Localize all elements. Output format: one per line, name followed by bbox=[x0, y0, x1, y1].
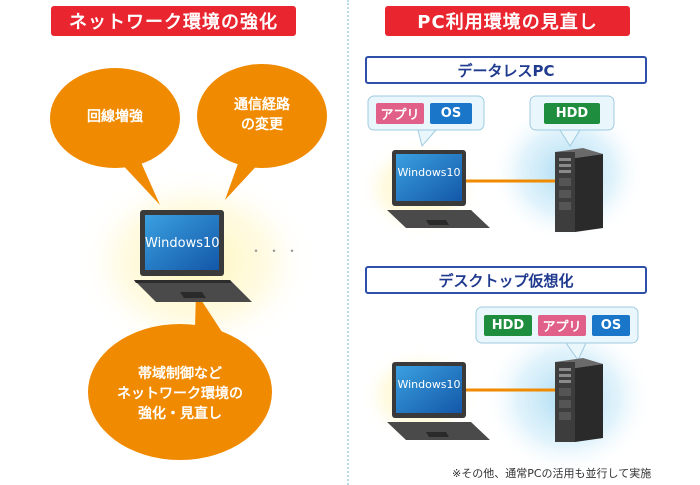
laptop-dataless-screen-label: Windows10 bbox=[397, 166, 461, 179]
pc-environment-title: PC利用環境の見直し bbox=[417, 12, 598, 33]
network-enhancement-banner: ネットワーク環境の強化 bbox=[51, 6, 296, 36]
bubble-bandwidth-line1: 帯域制御など bbox=[138, 366, 222, 382]
tag-os-virtual: OS bbox=[592, 315, 630, 336]
tag-hdd-virtual: HDD bbox=[484, 315, 532, 336]
tag-hdd-dataless: HDD bbox=[544, 103, 600, 124]
more-ellipsis: ・・・ bbox=[250, 244, 305, 258]
bubble-line-increase bbox=[50, 68, 180, 205]
laptop-left-screen-label: Windows10 bbox=[145, 236, 220, 251]
bubble-route-change-line2: の変更 bbox=[241, 117, 283, 133]
dataless-pc-heading: データレスPC bbox=[365, 56, 647, 84]
network-enhancement-title: ネットワーク環境の強化 bbox=[69, 12, 278, 33]
laptop-virtual-screen-label: Windows10 bbox=[397, 378, 461, 391]
tag-app-virtual: アプリ bbox=[538, 315, 586, 336]
footnote: ※その他、通常PCの活用も並行して実施 bbox=[452, 467, 652, 480]
tag-os-dataless: OS bbox=[430, 103, 472, 124]
bubble-line-increase-label: 回線増強 bbox=[87, 109, 143, 125]
tag-app-dataless: アプリ bbox=[376, 103, 424, 124]
server-dataless bbox=[555, 148, 603, 232]
bubble-route-change-line1: 通信経路 bbox=[234, 97, 290, 113]
desktop-virtualization-heading-label: デスクトップ仮想化 bbox=[438, 271, 574, 290]
laptop-dataless bbox=[387, 150, 490, 228]
server-virtual bbox=[555, 358, 603, 442]
bubble-route-change bbox=[197, 64, 327, 200]
laptop-left bbox=[134, 210, 252, 302]
desktop-virtualization-heading: デスクトップ仮想化 bbox=[365, 266, 647, 294]
bubble-bandwidth-line2: ネットワーク環境の bbox=[117, 386, 243, 402]
dataless-pc-heading-label: データレスPC bbox=[457, 61, 555, 80]
laptop-virtual bbox=[387, 362, 490, 440]
pc-environment-banner: PC利用環境の見直し bbox=[385, 6, 630, 36]
bubble-bandwidth-line3: 強化・見直し bbox=[138, 406, 222, 422]
bubble-bandwidth-label: 帯域制御など ネットワーク環境の 強化・見直し bbox=[95, 364, 265, 424]
section-divider bbox=[347, 0, 349, 485]
bubble-route-change-label: 通信経路 の変更 bbox=[202, 95, 322, 135]
